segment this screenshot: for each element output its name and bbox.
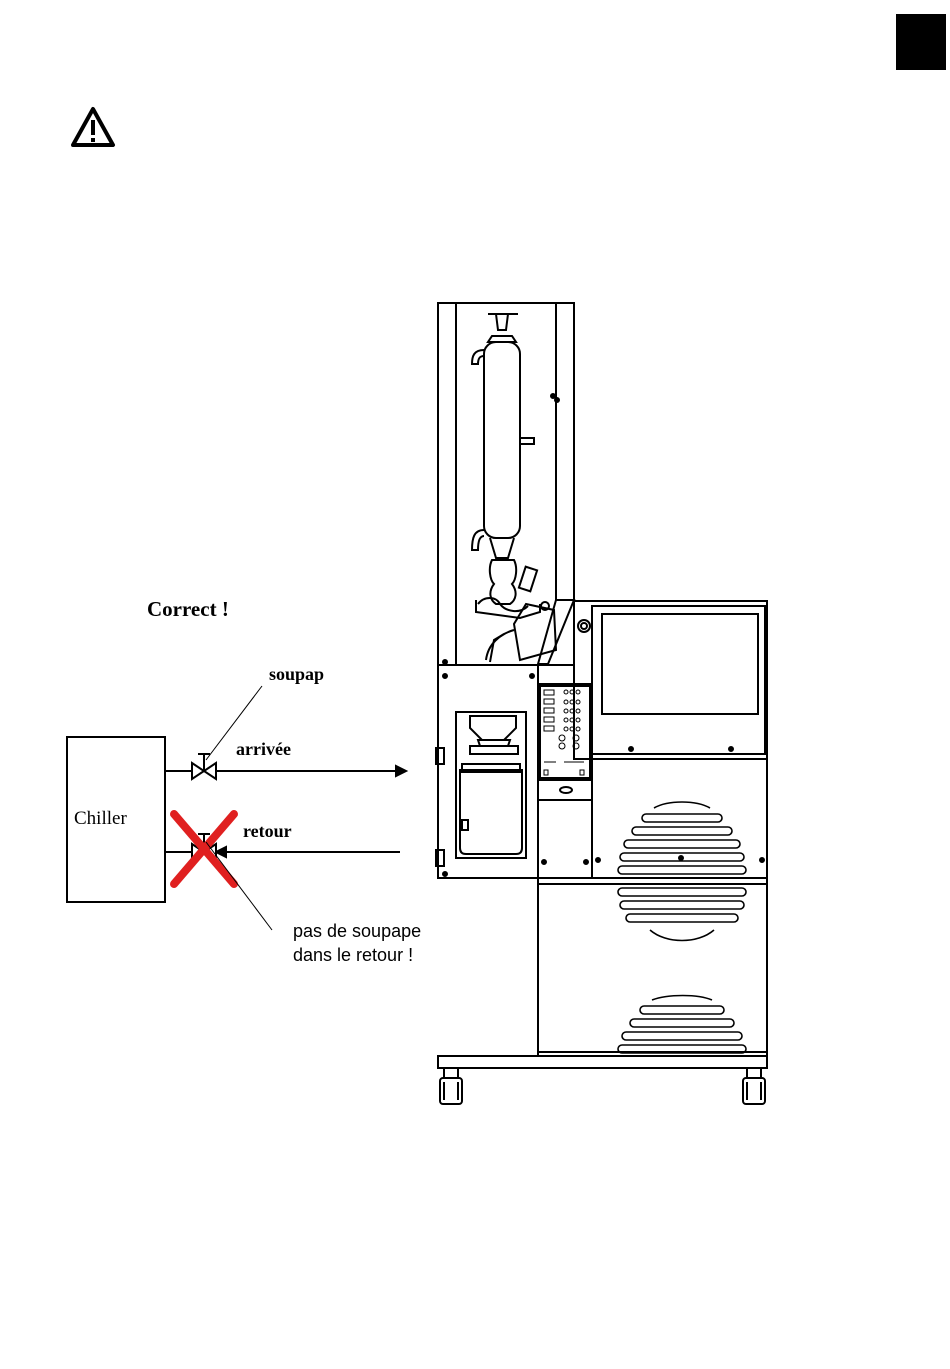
note-line-2: dans le retour ! bbox=[293, 945, 413, 965]
caster-wheel-icon bbox=[440, 1068, 462, 1104]
valve-icon bbox=[192, 754, 216, 779]
fan-grille-icon bbox=[618, 888, 746, 941]
chiller-label: Chiller bbox=[74, 808, 127, 829]
control-panel-buttons bbox=[544, 690, 584, 775]
fan-grille-icon bbox=[618, 802, 746, 874]
leader-lines bbox=[206, 686, 272, 930]
valve-label: soupap bbox=[269, 664, 324, 684]
return-label: retour bbox=[243, 821, 292, 841]
fan-grille-icon bbox=[618, 996, 746, 1054]
correct-label: Correct ! bbox=[147, 597, 229, 621]
note-line-1: pas de soupape bbox=[293, 921, 421, 941]
instrument-drawing bbox=[436, 303, 767, 1104]
caster-wheel-icon bbox=[743, 1068, 765, 1104]
supply-label: arrivée bbox=[236, 739, 291, 759]
